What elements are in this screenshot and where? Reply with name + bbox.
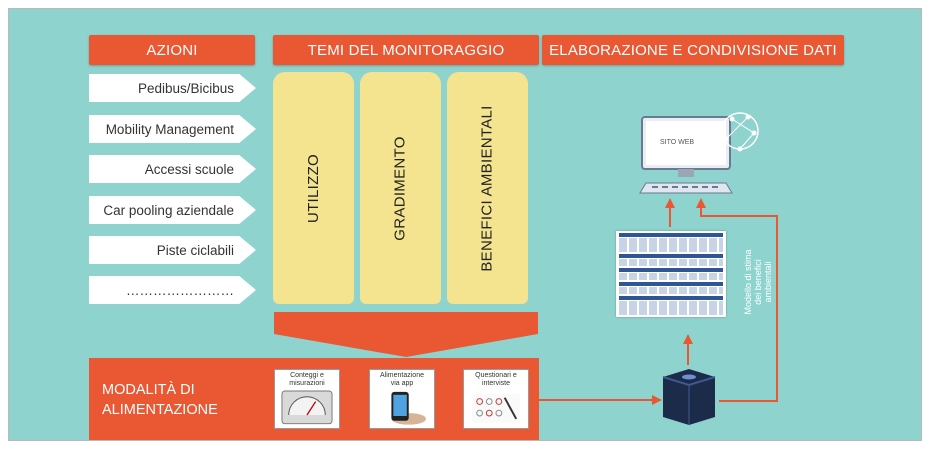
card-app: Alimentazione via app (369, 369, 435, 429)
model-note-line1: Modello di stima (743, 249, 753, 315)
card-conteggi: Conteggi e misurazioni (274, 369, 340, 429)
card-app-line2: via app (390, 380, 414, 387)
modalita-box: MODALITÀ DI ALIMENTAZIONE Conteggi e mis… (89, 358, 539, 440)
card-questionari: Questionari e interviste (463, 369, 529, 429)
card-conteggi-line1: Conteggi e (290, 372, 324, 379)
modalita-label-line2: ALIMENTAZIONE (102, 402, 218, 418)
action-mobility: Mobility Management (89, 115, 256, 143)
header-azioni: AZIONI (89, 35, 255, 65)
modalita-label: MODALITÀ DI ALIMENTAZIONE (102, 380, 218, 420)
smartphone-icon (391, 391, 427, 425)
action-pedibus: Pedibus/Bicibus (89, 74, 256, 102)
connector-arrows (539, 198, 778, 405)
card-app-line1: Alimentazione (380, 372, 424, 379)
model-note-line2: dei benefici (753, 259, 763, 305)
card-questionari-line2: interviste (481, 380, 510, 387)
card-conteggi-line2: misurazioni (289, 380, 325, 387)
survey-icon (471, 393, 521, 423)
action-accessi: Accessi scuole (89, 155, 256, 183)
model-note: Modello di stima dei benefici ambientali (743, 247, 773, 317)
action-more: …………………… (89, 276, 256, 304)
theme-gradimento: GRADIMENTO (360, 72, 441, 304)
computer-icon (639, 112, 759, 194)
model-table (616, 231, 726, 317)
card-questionari-line1: Questionari e (475, 372, 517, 379)
action-carpooling: Car pooling aziendale (89, 196, 256, 224)
header-temi: TEMI DEL MONITORAGGIO (273, 35, 539, 65)
sito-web-label: SITO WEB (660, 139, 695, 146)
header-elaborazione: ELABORAZIONE E CONDIVISIONE DATI (542, 35, 844, 65)
theme-utilizzo: UTILIZZO (273, 72, 354, 304)
action-piste: Piste ciclabili (89, 236, 256, 264)
model-note-line3: ambientali (763, 261, 773, 303)
down-arrow-icon (274, 312, 538, 357)
modalita-label-line1: MODALITÀ DI (102, 382, 195, 398)
diagram-canvas: AZIONI TEMI DEL MONITORAGGIO ELABORAZION… (8, 8, 922, 441)
server-icon (662, 369, 716, 425)
theme-benefici: BENEFICI AMBIENTALI (447, 72, 528, 304)
gauge-icon (281, 390, 333, 425)
